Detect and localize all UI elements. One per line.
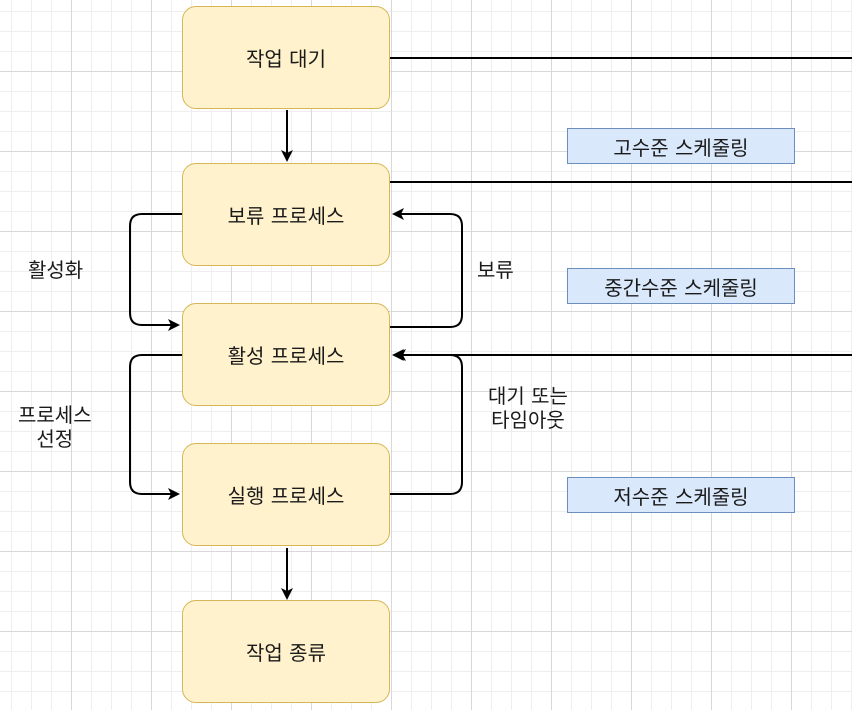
- activate-label: 활성화: [28, 258, 84, 282]
- process-select-label-line2: 선정: [36, 427, 74, 451]
- active-process-node: 활성 프로세스: [182, 303, 390, 406]
- job-wait-node: 작업 대기: [182, 6, 390, 109]
- low-level-scheduling-box: 저수준 스케줄링: [567, 477, 795, 513]
- mid-level-scheduling-box: 중간수준 스케줄링: [567, 268, 795, 304]
- job-end-node: 작업 종류: [182, 600, 390, 703]
- high-level-scheduling-box: 고수준 스케줄링: [567, 128, 795, 164]
- process-select-arrow: [129, 354, 182, 500]
- hold-process-node: 보류 프로세스: [182, 163, 390, 266]
- hold-label: 보류: [477, 258, 514, 282]
- wait-timeout-label: 대기 또는 타임아웃: [488, 384, 568, 432]
- hold-arrow: [390, 208, 463, 328]
- activate-arrow: [129, 213, 182, 331]
- wait-timeout-arrow: [390, 349, 463, 495]
- running-process-node: 실행 프로세스: [182, 443, 390, 546]
- process-select-label-line1: 프로세스: [18, 403, 92, 427]
- wait-timeout-label-line2: 타임아웃: [491, 408, 565, 432]
- wait-timeout-label-line1: 대기 또는: [488, 384, 568, 408]
- process-select-label: 프로세스 선정: [18, 403, 92, 451]
